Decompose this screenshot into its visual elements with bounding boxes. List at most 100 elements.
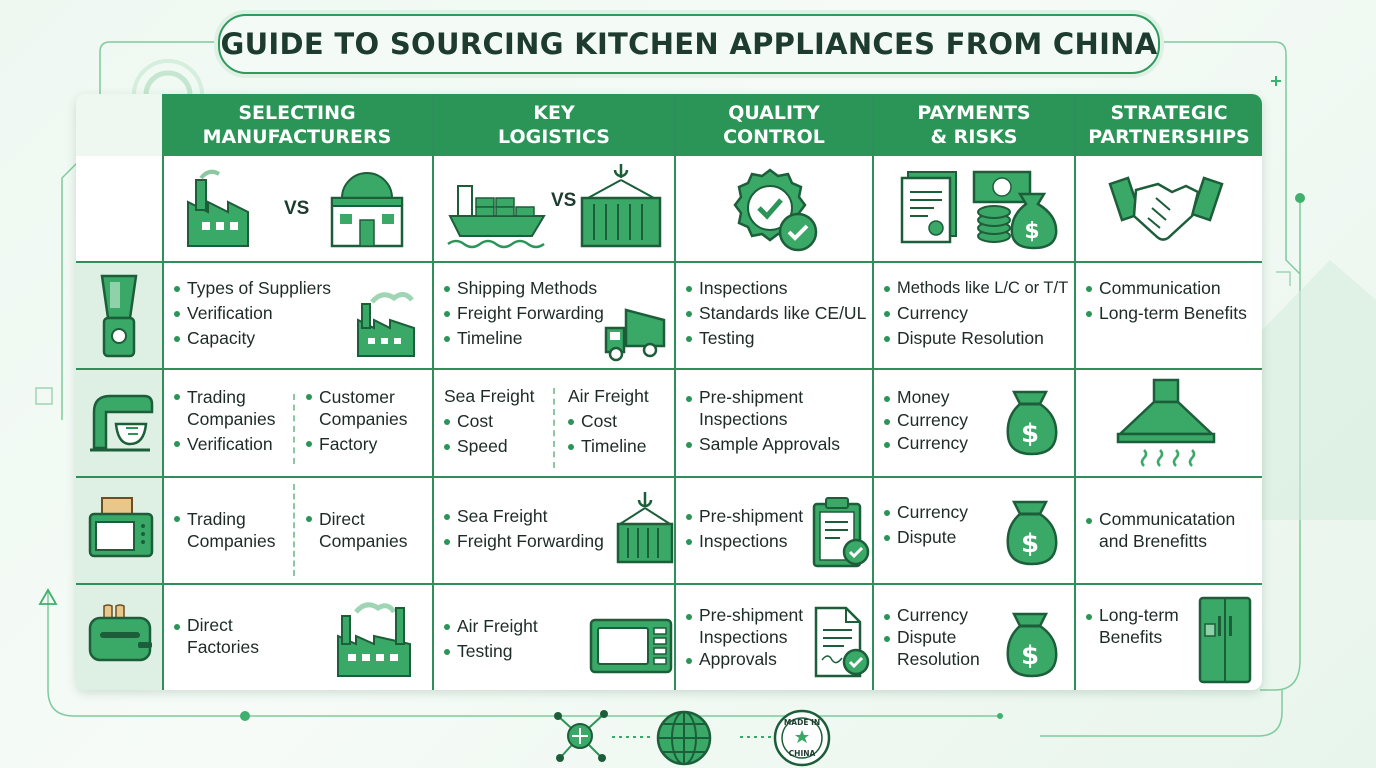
list-item: Pre-shipment Inspections	[686, 604, 872, 648]
icon-cell-manufacturers: VS	[162, 156, 434, 262]
column-divider	[432, 94, 434, 690]
cell-row2-logistics: Sea Freight Cost Speed Air Freight Cost …	[444, 384, 670, 470]
cash-coins-money-bag-icon: $	[972, 170, 1058, 250]
cell-row1-logistics: Shipping Methods Freight Forwarding Time…	[444, 276, 670, 366]
quality-badge-check-icon	[733, 168, 818, 252]
cell-row1-payments: Methods like L/C or T/T Currency Dispute…	[884, 276, 1072, 366]
money-bag-icon: $	[1006, 390, 1058, 456]
list-item-text: Trading	[187, 509, 246, 529]
column-divider	[674, 94, 676, 690]
cargo-ship-icon	[447, 185, 546, 249]
handshake-icon	[1108, 176, 1224, 241]
svg-text:$: $	[1024, 219, 1039, 244]
list-item: Dispute	[884, 525, 1072, 550]
range-hood-icon	[1116, 378, 1216, 467]
list-item: Currency	[884, 432, 1072, 455]
cell-row4-logistics: Air Freight Testing	[444, 614, 673, 686]
icon-cell-partnerships	[1076, 156, 1262, 262]
list-item: Long-term Benefits	[1086, 301, 1258, 326]
cell-row3-quality: Pre-shipment Inspections	[686, 497, 872, 580]
list-item-text: Trading	[187, 387, 246, 407]
list-item: Trading	[174, 508, 276, 530]
list-item: Freight Forwarding	[444, 529, 670, 554]
cell-row3-payments: Currency Dispute $	[884, 500, 1072, 580]
list-item: Customer	[306, 386, 408, 408]
svg-text:CHINA: CHINA	[789, 749, 816, 758]
row-divider	[76, 368, 1262, 370]
list-item-continuation: Companies	[319, 531, 408, 551]
list-item: Verification	[174, 433, 276, 455]
list-item-text: Factory	[319, 434, 378, 454]
header-corner	[76, 94, 162, 156]
list-item: Testing	[444, 639, 670, 664]
factory-icon	[357, 292, 415, 357]
made-in-china-stamp-icon: MADE IN CHINA	[773, 709, 831, 767]
icon-cell-quality	[676, 156, 874, 262]
list-item: Dispute Resolution	[884, 626, 1072, 670]
toaster-icon	[88, 604, 152, 662]
sourcing-guide-table: SELECTING MANUFACTURERS KEY LOGISTICS QU…	[76, 94, 1262, 690]
cell-row1-partnerships: Communication Long-term Benefits	[1086, 276, 1258, 366]
list-item-continuation: Companies	[187, 409, 276, 429]
cell-row1-manufacturers: Types of Suppliers Verification Capacity	[174, 276, 424, 366]
cell-row2-payments: Money Currency Currency $	[884, 386, 1072, 472]
list-item: Direct Factories	[174, 614, 424, 658]
svg-text:$: $	[1021, 529, 1039, 559]
page-title: GUIDE TO SOURCING KITCHEN APPLIANCES FRO…	[220, 27, 1158, 61]
list-item: Communication	[1086, 276, 1258, 301]
list-item: Approvals	[686, 648, 872, 670]
list-item-continuation: Companies	[319, 409, 408, 429]
row-divider	[76, 476, 1262, 478]
list-item: Inspections	[686, 529, 872, 554]
dashed-divider	[553, 388, 555, 468]
list-item: Timeline	[444, 326, 670, 351]
column-header-key-logistics: KEY LOGISTICS	[434, 94, 674, 156]
row-divider	[76, 583, 1262, 585]
list-item: Currency	[884, 409, 1072, 432]
blender-icon	[100, 274, 138, 358]
list-item: Money	[884, 386, 1072, 409]
list-item: Air Freight	[444, 614, 670, 639]
network-nodes-icon	[554, 710, 608, 762]
column-header-label: STRATEGIC PARTNERSHIPS	[1088, 102, 1250, 148]
column-divider	[872, 94, 874, 690]
list-item: Direct	[306, 508, 408, 530]
list-item: Pre-shipment	[686, 504, 872, 529]
list-item: Currency	[884, 500, 1072, 525]
list-item: Dispute Resolution	[884, 326, 1072, 351]
dashed-divider	[293, 394, 295, 464]
cell-row4-quality: Pre-shipment Inspections Approvals	[686, 604, 872, 686]
list-item: Inspections	[686, 276, 872, 301]
cell-row1-quality: Inspections Standards like CE/UL Testing	[686, 276, 872, 366]
truck-icon	[604, 308, 666, 362]
column-divider	[1074, 94, 1076, 690]
microwave-icon	[589, 618, 673, 674]
svg-text:MADE IN: MADE IN	[784, 718, 820, 727]
column-header-label: SELECTING MANUFACTURERS	[202, 102, 392, 148]
list-item: Timeline	[568, 434, 649, 459]
cell-row4-partnerships: Long-term Benefits	[1086, 596, 1258, 686]
document-check-icon	[814, 606, 870, 678]
row-divider	[76, 261, 1262, 263]
contract-document-icon	[900, 171, 957, 244]
cell-row2-quality: Pre-shipment Inspections Sample Approval…	[686, 386, 872, 472]
list-item: Standards like CE/UL	[686, 301, 872, 326]
cell-row3-partnerships: Communicatation and Brenefitts	[1086, 508, 1258, 578]
cell-row3-manufacturers: Trading Companies Direct Companies	[174, 484, 424, 578]
column-header-label: KEY LOGISTICS	[498, 102, 610, 148]
cell-row4-payments: Currency Dispute Resolution $	[884, 604, 1072, 686]
list-item: Methods like L/C or T/T	[884, 276, 1072, 301]
cell-row2-manufacturers: Trading Companies Verification Customer …	[174, 386, 424, 472]
icon-cell-logistics: VS	[434, 156, 676, 262]
column-header-quality-control: QUALITY CONTROL	[676, 94, 872, 156]
list-item-continuation: Companies	[187, 531, 276, 551]
list-item: Sea Freight	[444, 504, 670, 529]
svg-text:$: $	[1021, 419, 1039, 449]
air-freight-heading: Air Freight	[568, 386, 649, 406]
money-bag-icon: $	[1006, 500, 1058, 566]
cell-row3-logistics: Sea Freight Freight Forwarding	[444, 492, 674, 580]
list-item-text: Customer	[319, 387, 395, 407]
title-banner: GUIDE TO SOURCING KITCHEN APPLIANCES FRO…	[218, 14, 1160, 74]
column-header-label: QUALITY CONTROL	[723, 102, 825, 148]
list-item: Types of Suppliers	[174, 276, 424, 301]
